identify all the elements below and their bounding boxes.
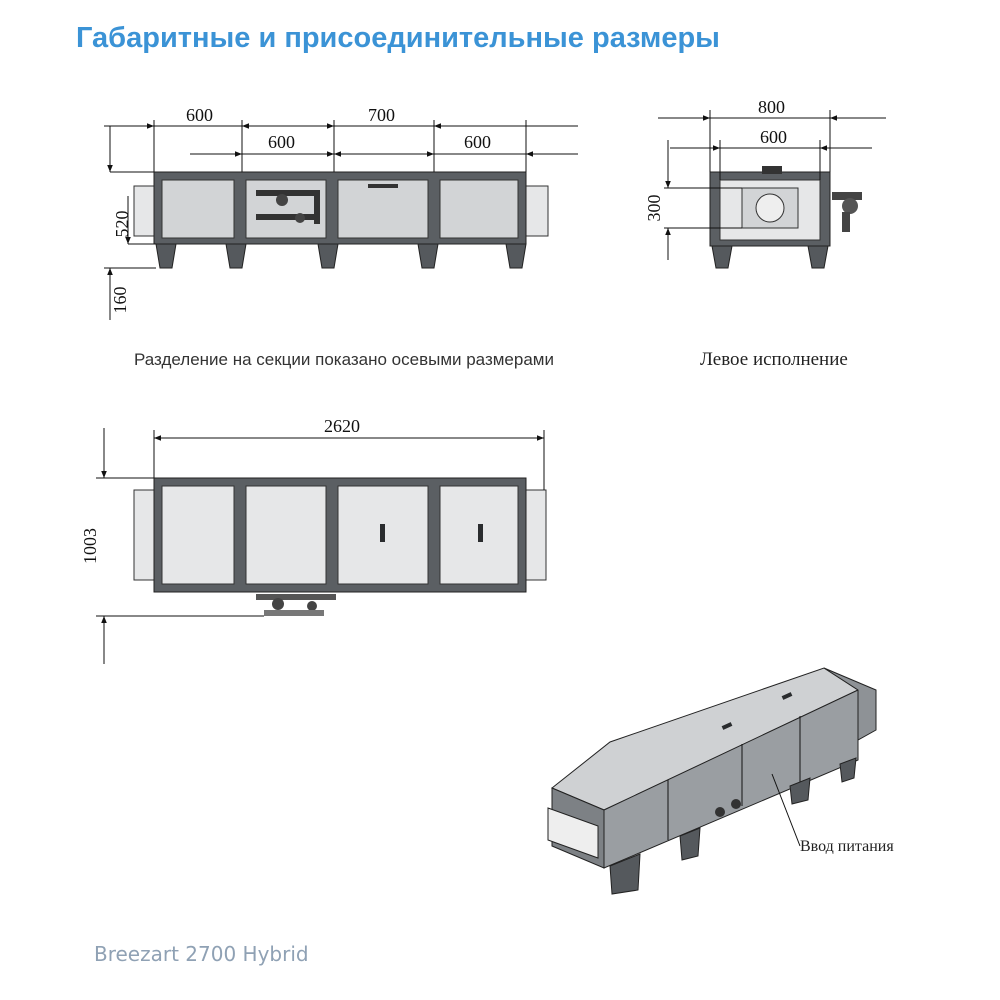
isometric-view <box>547 667 877 895</box>
side-fan-opening <box>755 193 785 223</box>
side-leg-left <box>711 245 733 269</box>
section-note: Разделение на секции показано осевыми ра… <box>134 350 554 369</box>
dim-side-300: 300 <box>644 195 664 222</box>
plan-section-2 <box>245 485 327 585</box>
iso-leg-4 <box>839 757 857 783</box>
front-leg-2 <box>225 243 247 269</box>
front-inlet-duct <box>133 185 157 237</box>
front-leg-5 <box>505 243 527 269</box>
front-vent-holes <box>368 184 398 188</box>
iso-leg-2 <box>679 827 701 861</box>
side-handle <box>762 166 782 174</box>
iso-outlet-duct <box>823 667 877 741</box>
plan-view: 2620 1003 <box>80 416 547 664</box>
front-section-3 <box>337 179 429 239</box>
front-leg-1 <box>155 243 177 269</box>
front-piping <box>256 190 320 224</box>
side-view: 800 600 300 <box>644 97 886 269</box>
side-leg-right <box>807 245 829 269</box>
front-section-1 <box>161 179 235 239</box>
dim-front-520: 520 <box>112 211 132 238</box>
plan-handle-1 <box>380 524 385 542</box>
side-valve <box>832 192 862 232</box>
plan-section-1 <box>161 485 235 585</box>
plan-inlet-duct <box>133 489 157 581</box>
dim-front-600-c: 600 <box>464 132 491 152</box>
plan-piping <box>256 594 336 616</box>
front-leg-3 <box>317 243 339 269</box>
front-view: 600 700 600 600 520 160 <box>104 105 578 320</box>
brand-label: Breezart 2700 Hybrid <box>94 942 309 966</box>
power-input-caption: Ввод питания <box>800 838 894 855</box>
dim-plan-2620: 2620 <box>324 416 360 436</box>
front-outlet-duct <box>525 185 549 237</box>
left-version-caption: Левое исполнение <box>700 349 848 370</box>
dim-front-600-b: 600 <box>268 132 295 152</box>
dim-side-600: 600 <box>760 127 787 147</box>
dim-side-800: 800 <box>758 97 785 117</box>
dim-front-160: 160 <box>110 287 130 314</box>
iso-leg-1 <box>609 853 641 895</box>
page-title: Габаритные и присоединительные размеры <box>76 22 720 54</box>
front-leg-4 <box>417 243 439 269</box>
plan-handle-2 <box>478 524 483 542</box>
dim-front-600-a: 600 <box>186 105 213 125</box>
power-input-leader <box>771 773 801 847</box>
front-section-4 <box>439 179 519 239</box>
dim-plan-1003: 1003 <box>80 528 100 564</box>
iso-duct <box>547 807 599 859</box>
dim-front-700: 700 <box>368 105 395 125</box>
plan-outlet-duct <box>525 489 547 581</box>
iso-leg-3 <box>789 777 811 805</box>
front-section-2 <box>245 179 327 239</box>
